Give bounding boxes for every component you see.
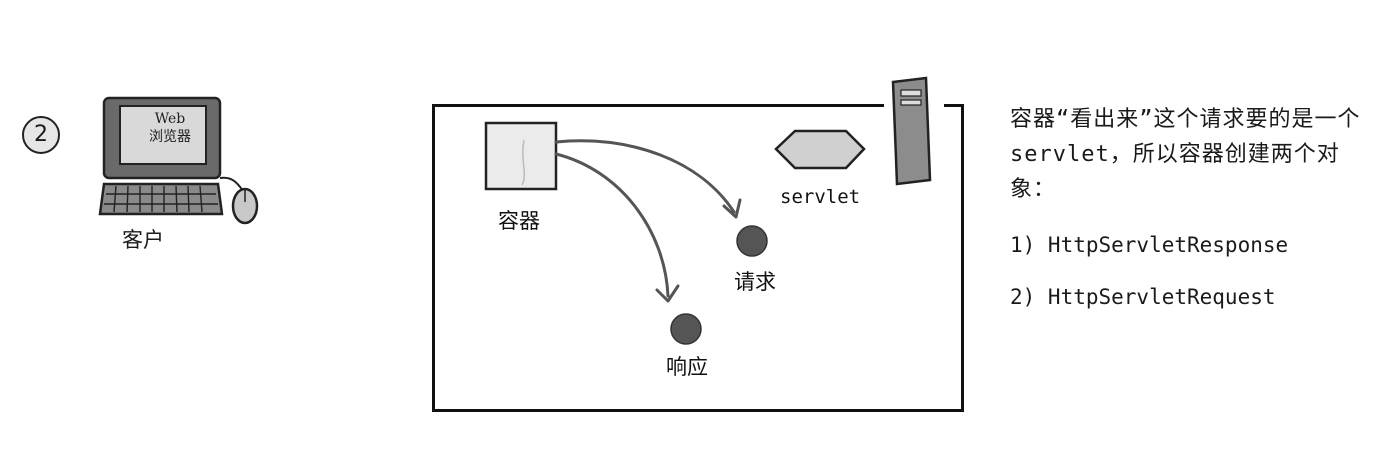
client-label: 客户 xyxy=(122,228,164,252)
arrow-to-request xyxy=(554,139,736,214)
response-label: 响应 xyxy=(666,355,708,379)
screen-text-browser: 浏览器 xyxy=(149,129,191,145)
container-box-icon xyxy=(484,121,558,191)
servlet-hexagon-icon xyxy=(774,129,866,170)
arrow-to-response xyxy=(554,152,670,298)
explanation-item-response: 1) HttpServletResponse xyxy=(1010,233,1289,257)
explanation-paragraph: 容器“看出来”这个请求要的是一个servlet，所以容器创建两个对象： xyxy=(1010,107,1361,202)
servlet-label: servlet xyxy=(780,186,861,208)
step-number-badge: 2 xyxy=(22,116,60,154)
browser-screen-text: Web 浏览器 xyxy=(125,110,215,146)
container-frame xyxy=(432,104,964,412)
response-object-dot xyxy=(670,313,702,345)
arrowhead-request xyxy=(722,198,742,219)
explanation-panel: 容器“看出来”这个请求要的是一个servlet，所以容器创建两个对象： 1) H… xyxy=(1010,102,1370,323)
server-tower-icon xyxy=(891,76,932,186)
request-object-dot xyxy=(736,225,768,257)
container-label: 容器 xyxy=(498,209,540,233)
screen-text-web: Web xyxy=(154,111,186,127)
explanation-item-request: 2) HttpServletRequest xyxy=(1010,285,1276,309)
client-computer-icon xyxy=(98,96,259,225)
request-label: 请求 xyxy=(734,270,776,294)
arrowhead-response xyxy=(655,284,680,303)
